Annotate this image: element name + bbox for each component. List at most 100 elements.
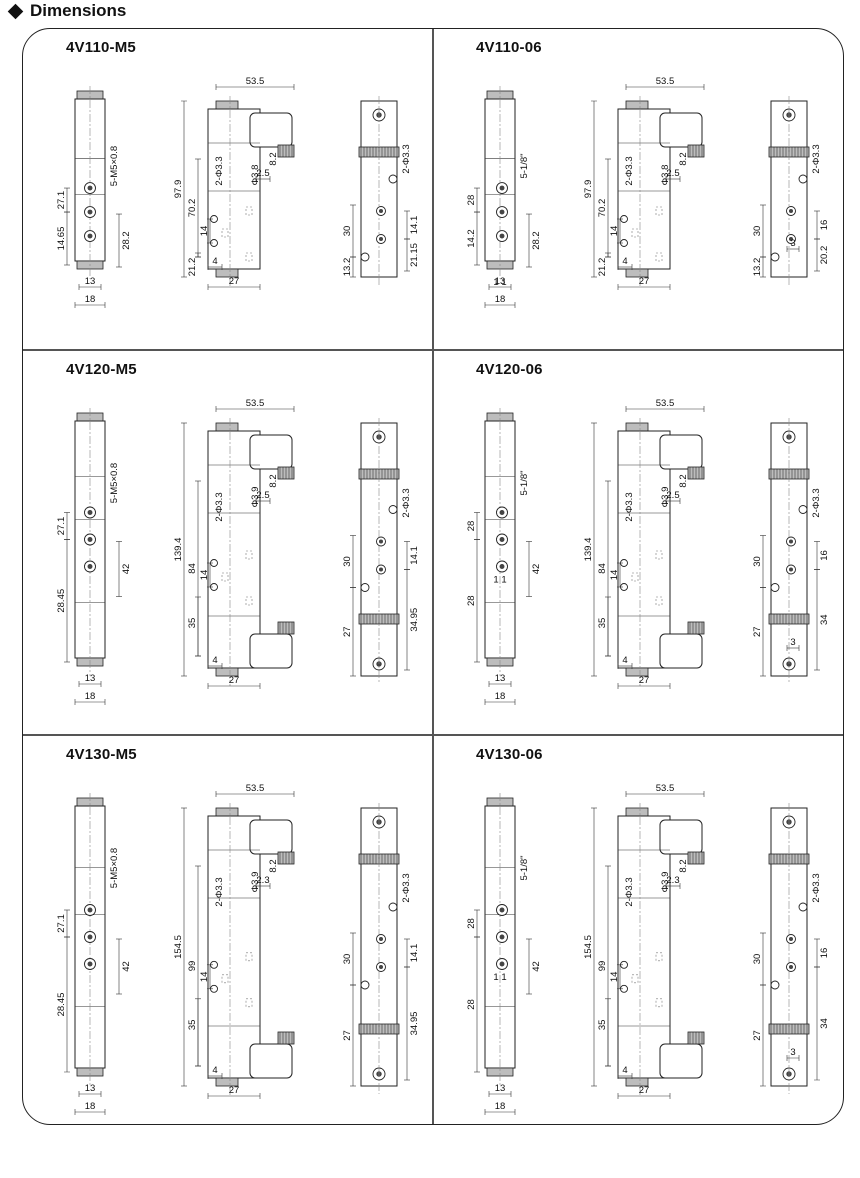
- pin-diameter-label: Φ3.9: [250, 487, 261, 508]
- dimension-label: 2.5: [666, 168, 679, 179]
- coil-offset-label: 8.2: [268, 152, 279, 165]
- dimension-label: 27: [342, 1030, 353, 1041]
- hidden-port: [655, 998, 663, 1008]
- end-cap: [215, 807, 239, 817]
- mount-hole-label: 2-Φ3.3: [214, 492, 225, 521]
- mount-hole-label: 2-Φ3.3: [401, 144, 412, 173]
- dimension-label: 84: [187, 563, 198, 574]
- dimension-label: 70.2: [597, 199, 608, 218]
- end-cap: [215, 667, 239, 677]
- dimension-label: 30: [752, 556, 763, 567]
- dimension-label: 97.9: [583, 180, 594, 199]
- thread-label: 5-1/8": [519, 470, 530, 495]
- hidden-port: [245, 550, 253, 560]
- solenoid-coil: [659, 819, 703, 855]
- dimension-label: 4: [622, 256, 627, 267]
- dimension-label: 21.2: [597, 258, 608, 277]
- dimension-label: 42: [121, 564, 132, 575]
- dimension-label: 42: [121, 961, 132, 972]
- mount-hole: [798, 902, 808, 912]
- port-core: [499, 934, 505, 940]
- dimension-label: 28: [466, 999, 477, 1010]
- port-core: [378, 964, 384, 970]
- port-core: [87, 233, 93, 239]
- dimension-label: 35: [597, 1020, 608, 1031]
- dimension-label: 16: [819, 948, 830, 959]
- hidden-port: [245, 206, 253, 216]
- dimension-label: 27: [639, 276, 650, 287]
- dimension-label: 13.2: [752, 258, 763, 277]
- dimension-label: 42: [531, 961, 542, 972]
- mount-hole-label: 2-Φ3.3: [624, 156, 635, 185]
- dimension-label: 4: [212, 1065, 217, 1076]
- thread-label: 5-1/8": [519, 855, 530, 880]
- dimension-label: 30: [752, 954, 763, 965]
- dimension-label: 20.2: [819, 246, 830, 265]
- dimension-label: 27: [752, 1030, 763, 1041]
- dimension-label: 18: [495, 294, 506, 305]
- dimension-label: 13.2: [342, 258, 353, 277]
- coil-offset-label: 8.2: [678, 152, 689, 165]
- mount-hole-label: 2-Φ3.3: [811, 144, 822, 173]
- valve-body: [617, 430, 671, 669]
- port-core: [499, 961, 505, 967]
- hidden-port: [631, 228, 639, 238]
- port-core: [87, 961, 93, 967]
- hidden-port: [655, 206, 663, 216]
- solenoid-coil: [249, 434, 293, 470]
- dimension-label: 30: [752, 226, 763, 237]
- pin-diameter-label: Φ3.9: [660, 872, 671, 893]
- mount-hole: [388, 902, 398, 912]
- hidden-port: [221, 974, 229, 984]
- mount-hole-label: 2-Φ3.3: [811, 873, 822, 902]
- valve-body: [617, 815, 671, 1079]
- pin-diameter-label: Φ3.9: [250, 872, 261, 893]
- dimension-label: 16: [819, 220, 830, 231]
- dimension-label: 3: [790, 637, 795, 648]
- hidden-port: [655, 252, 663, 262]
- dimension-label: 28: [466, 918, 477, 929]
- dimension-label: 28.2: [121, 231, 132, 250]
- hidden-port: [245, 596, 253, 606]
- dimension-label: 14: [199, 226, 210, 237]
- solenoid-coil: [659, 1043, 703, 1079]
- hidden-port: [655, 952, 663, 962]
- hidden-port: [221, 572, 229, 582]
- solenoid-coil: [249, 633, 293, 669]
- dimension-label: 70.2: [187, 199, 198, 218]
- solenoid-coil: [659, 112, 703, 148]
- mount-hole-label: 2-Φ3.3: [624, 877, 635, 906]
- dimension-label: 18: [85, 294, 96, 305]
- port-core: [87, 209, 93, 215]
- end-cap: [625, 422, 649, 432]
- dimension-label: 2.5: [666, 490, 679, 501]
- dimension-label: 154.5: [583, 935, 594, 959]
- dimension-label: 53.5: [246, 398, 265, 409]
- port-core: [499, 564, 505, 569]
- mount-hole-label: 2-Φ3.3: [401, 873, 412, 902]
- dimension-label: 16: [819, 550, 830, 561]
- dimension-label: 2.5: [256, 490, 269, 501]
- dimension-label: 4: [622, 655, 627, 666]
- end-cap: [215, 268, 239, 278]
- port-core: [87, 907, 93, 913]
- dimension-drawing: 5-M5×0.827.128.4542131853.5139.4842-Φ3.3…: [56, 398, 420, 705]
- coil-offset-label: 8.2: [268, 859, 279, 872]
- section-header: Dimensions: [6, 0, 126, 22]
- dimension-label: 21.15: [409, 243, 420, 267]
- dimension-label: 35: [597, 618, 608, 629]
- dimension-label: 2.3: [256, 875, 269, 886]
